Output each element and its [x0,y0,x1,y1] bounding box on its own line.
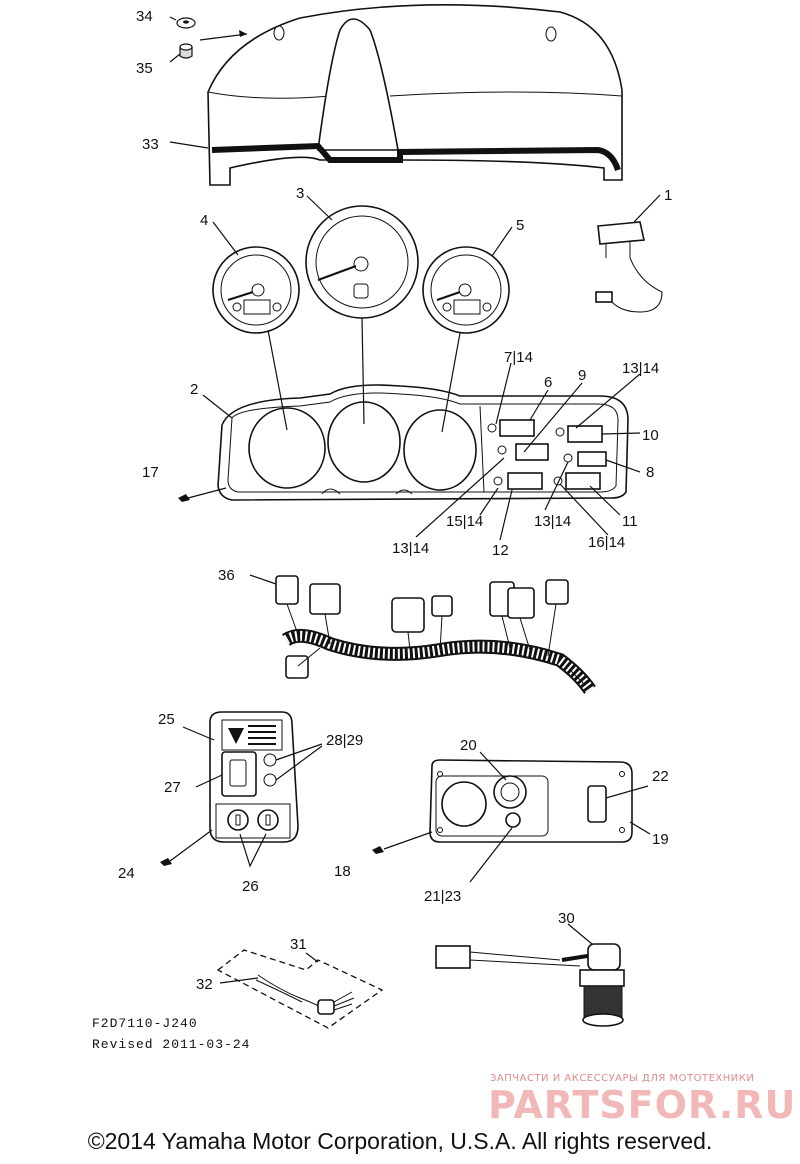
label-2: 2 [190,381,198,398]
revision-date: Revised 2011-03-24 [92,1037,250,1052]
label-10: 10 [642,427,659,444]
outlet-panel-19 [429,759,633,843]
drawing-code: F2D7110-J240 [92,1016,198,1031]
copyright-notice: ©2014 Yamaha Motor Corporation, U.S.A. A… [87,1128,713,1154]
speedometer-3 [305,205,419,319]
label-26: 26 [242,878,259,895]
label-31: 31 [290,936,307,953]
sensor-30 [435,943,625,1027]
label-12: 12 [492,542,509,559]
label-3: 3 [296,185,304,202]
gauge-5 [422,246,510,334]
nut-35 [179,43,193,59]
label-22: 22 [652,768,669,785]
label-13-14-a: 13|14 [622,360,659,377]
label-28-29: 28|29 [326,732,363,749]
label-7-14: 7|14 [504,349,533,366]
label-8: 8 [646,464,654,481]
label-35: 35 [136,60,153,77]
label-25: 25 [158,711,175,728]
label-13-14-b: 13|14 [534,513,571,530]
label-13-14-c: 13|14 [392,540,429,557]
label-27: 27 [164,779,181,796]
watermark-logo: PARTSFOR.RU [488,1083,796,1127]
label-15-14: 15|14 [446,513,483,530]
switch-panel-25 [209,711,299,843]
label-4: 4 [200,212,208,229]
label-33: 33 [142,136,159,153]
washer-34 [176,17,196,29]
label-30: 30 [558,910,575,927]
label-34: 34 [136,8,153,25]
label-18: 18 [334,863,351,880]
watermark-tagline: ЗАПЧАСТИ И АКСЕССУАРЫ ДЛЯ МОТОТЕХНИКИ [490,1073,754,1084]
label-6: 6 [544,374,552,391]
gauge-4 [212,246,300,334]
wiring-kit-31 [216,949,384,1029]
label-5: 5 [516,217,524,234]
label-24: 24 [118,865,135,882]
wire-harness-36 [275,575,596,695]
label-16-14: 16|14 [588,534,625,551]
buzzer-1 [595,221,663,313]
part-labels: 34 35 33 1 3 4 5 7|14 6 9 13|14 2 10 8 1… [118,8,672,993]
dash-cover [207,3,623,186]
label-20: 20 [460,737,477,754]
label-17: 17 [142,464,159,481]
label-32: 32 [196,976,213,993]
meter-panel [217,384,629,501]
label-36: 36 [218,567,235,584]
label-11: 11 [622,513,638,530]
label-19: 19 [652,831,669,848]
label-9: 9 [578,367,586,384]
label-1: 1 [664,187,672,204]
label-21-23: 21|23 [424,888,461,905]
